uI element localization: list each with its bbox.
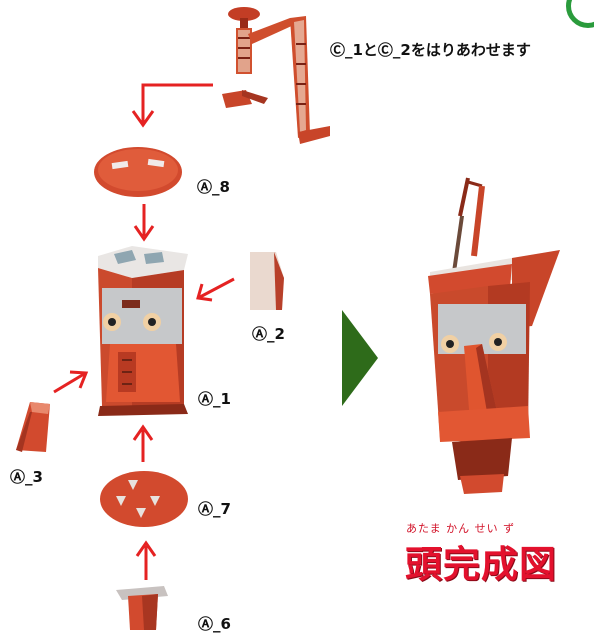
arrow-a3-to-a1 — [53, 370, 89, 394]
part-label-a1: Ⓐ_1 — [198, 390, 231, 408]
part-label-a6: Ⓐ_6 — [198, 615, 231, 633]
result-arrow-icon — [342, 310, 378, 406]
part-a2-side-panel-illustration — [250, 252, 284, 310]
part-label-a3: Ⓐ_3 — [10, 468, 43, 486]
part-a7-base-disc-illustration — [100, 471, 188, 527]
part-label-a7: Ⓐ_7 — [198, 500, 231, 518]
arrow-a2-to-a1 — [196, 277, 235, 302]
arrow-stand-to-a8 — [131, 83, 213, 128]
instruction-text: Ⓒ_1とⒸ_2をはりあわせます — [330, 41, 531, 59]
part-a1-head-body-illustration — [98, 246, 188, 416]
part-label-a8: Ⓐ_8 — [197, 178, 230, 196]
completed-head-title: 頭完成図 — [405, 543, 557, 586]
arrow-a6-to-a7 — [135, 540, 157, 580]
part-a8-lid-illustration — [94, 147, 182, 197]
completed-head-illustration — [428, 177, 560, 494]
part-c-stand-illustration — [222, 7, 330, 144]
arrow-a7-to-a1 — [132, 424, 154, 462]
caption-ruby-text: あたま かん せい ず — [406, 522, 516, 535]
arrow-a8-to-a1 — [133, 204, 155, 242]
corner-ring-decoration — [566, 0, 594, 28]
part-a6-bottom-illustration — [116, 586, 168, 630]
part-label-a2: Ⓐ_2 — [252, 325, 285, 343]
part-a3-nose-illustration — [16, 402, 50, 452]
